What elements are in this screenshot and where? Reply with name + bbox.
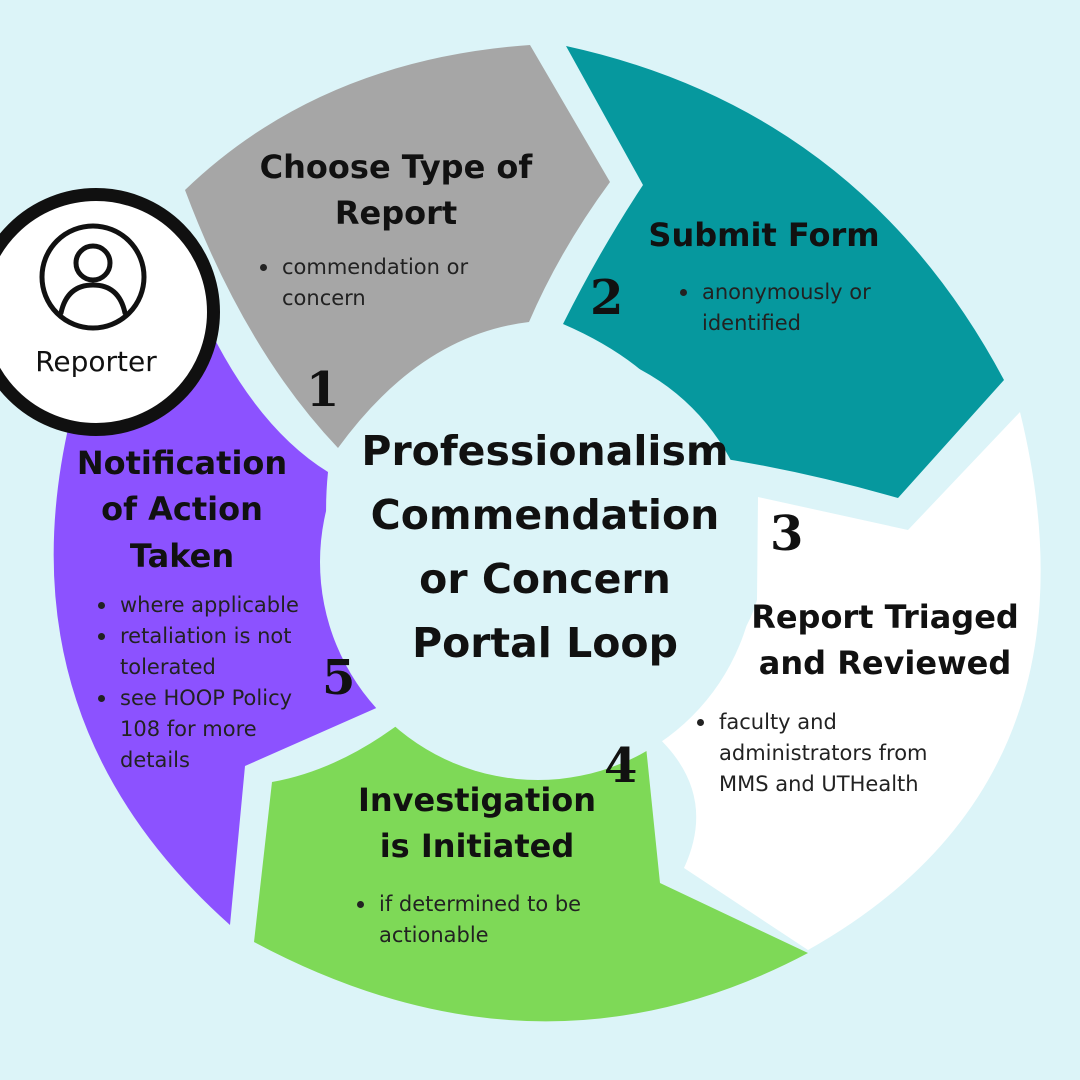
reporter-label: Reporter — [35, 345, 157, 378]
step-2-title: Submit Form — [648, 216, 880, 254]
step-3-bullets: faculty and administrators from MMS and … — [693, 707, 955, 800]
step-3-segment — [650, 412, 1041, 950]
step-1-number: 1 — [306, 362, 340, 418]
step-4-bullet: if determined to be actionable — [353, 889, 608, 951]
step-4-title: Investigation is Initiated — [357, 781, 597, 866]
step-3-number: 3 — [770, 506, 804, 562]
step-5-bullet: retaliation is not tolerated — [94, 621, 324, 683]
step-5-bullet: where applicable — [94, 590, 324, 621]
step-5-bullets: where applicable retaliation is not tole… — [94, 590, 324, 776]
step-2-segment — [563, 46, 1004, 498]
step-3-bullet: faculty and administrators from MMS and … — [693, 707, 955, 800]
step-2-bullets: anonymously or identified — [676, 277, 926, 339]
step-4-bullets: if determined to be actionable — [353, 889, 608, 951]
person-icon — [39, 223, 147, 331]
step-5-number: 5 — [322, 650, 356, 706]
step-2-bullet: anonymously or identified — [676, 277, 926, 339]
step-4-segment — [254, 718, 808, 1022]
step-1-bullets: commendation or concern — [256, 252, 506, 314]
step-4-number: 4 — [604, 738, 638, 794]
step-1-title: Choose Type of Report — [259, 148, 533, 233]
step-5-title: Notification of Action Taken — [76, 444, 288, 575]
step-3-title: Report Triaged and Reviewed — [751, 598, 1019, 683]
center-title: Professionalism Commendation or Concern … — [361, 427, 729, 667]
step-2-number: 2 — [590, 270, 624, 326]
step-5-segment — [53, 330, 390, 925]
step-1-bullet: commendation or concern — [256, 252, 506, 314]
hub-circle — [320, 344, 756, 780]
step-5-bullet: see HOOP Policy 108 for more details — [94, 683, 324, 776]
step-1-segment — [185, 45, 610, 448]
